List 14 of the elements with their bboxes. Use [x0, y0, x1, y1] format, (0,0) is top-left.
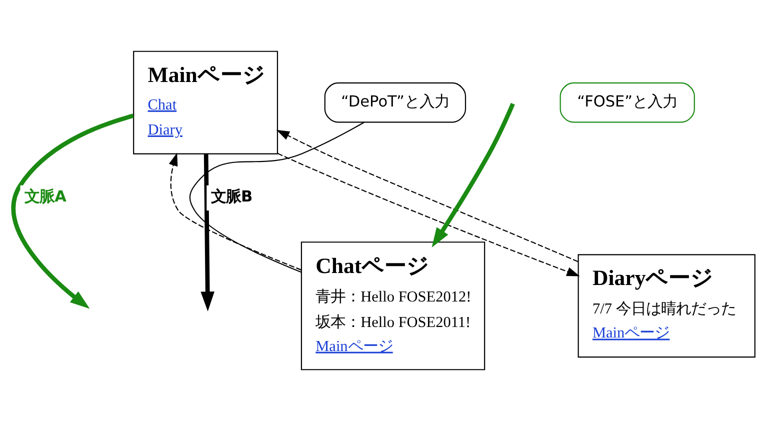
arrow — [11, 114, 134, 309]
edge-label: 文脈A — [24, 187, 66, 206]
node-box: Chatページ 青井：Hello FOSE2012! 坂本：Hello FOSE2011! Mainページ — [300, 242, 486, 370]
arrow — [432, 102, 515, 248]
node-box: “FOSE”と入力 — [560, 82, 695, 123]
node-box: “DePoT”と入力 — [324, 82, 466, 123]
arrow — [200, 154, 214, 312]
edge-label: 文脈B — [210, 187, 253, 206]
arrow — [276, 130, 578, 262]
node-box: Mainページ Chat Diary — [133, 50, 278, 154]
connector — [189, 122, 365, 273]
node-box: Diaryページ 7/7 今日は晴れだった Mainページ — [578, 254, 756, 358]
arrow — [168, 152, 302, 270]
arrow — [277, 152, 580, 276]
